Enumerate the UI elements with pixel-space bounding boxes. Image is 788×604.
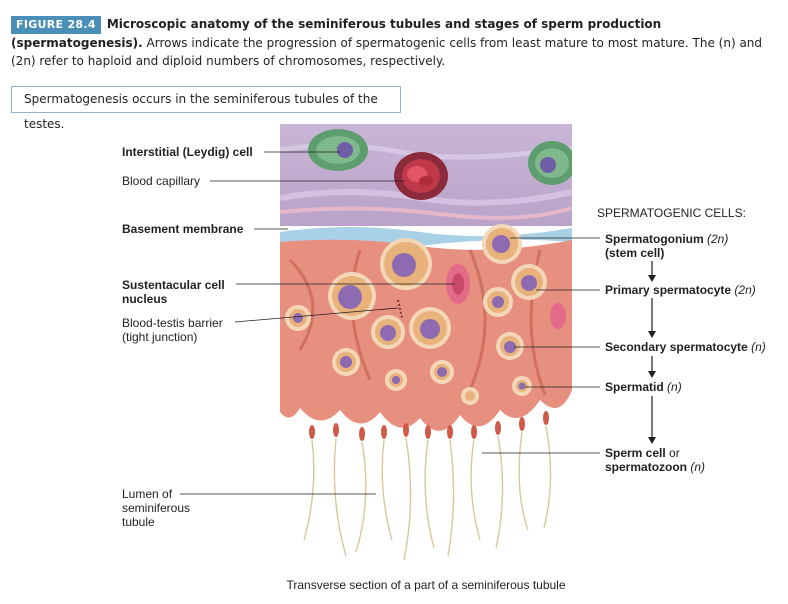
svg-text:tubule: tubule [122, 515, 155, 529]
svg-text:Blood-testis barrier: Blood-testis barrier [122, 316, 223, 330]
figure-tag: FIGURE 28.4 [11, 16, 101, 34]
svg-text:Spermatogonium (2n): Spermatogonium (2n) [605, 232, 728, 246]
label-secondary-spermatocyte: Secondary spermatocyte (n) [514, 340, 766, 354]
svg-text:Primary spermatocyte (2n): Primary spermatocyte (2n) [605, 283, 756, 297]
sperm-cells [303, 425, 552, 561]
tubule-illustration [280, 124, 572, 564]
spermatogenic-heading: SPERMATOGENIC CELLS: [597, 206, 746, 220]
summary-text: Spermatogenesis occurs in the seminifero… [24, 92, 378, 131]
svg-text:Basement membrane: Basement membrane [122, 222, 244, 236]
svg-text:nucleus: nucleus [122, 292, 168, 306]
label-capillary: Blood capillary [122, 174, 405, 188]
svg-text:Interstitial (Leydig) cell: Interstitial (Leydig) cell [122, 145, 253, 159]
leydig-cell-right [528, 141, 572, 185]
svg-text:Blood capillary: Blood capillary [122, 174, 200, 188]
label-spermatogonium: Spermatogonium (2n) (stem cell) [510, 232, 728, 260]
figure-text: Arrows indicate the progression of sperm… [11, 36, 763, 68]
figure-title: Microscopic anatomy of the seminiferous … [11, 17, 662, 50]
svg-text:Sperm cell or: Sperm cell or [605, 446, 680, 460]
label-sustentacular-nucleus: Sustentacular cell nucleus [122, 278, 455, 306]
svg-text:(tight junction): (tight junction) [122, 330, 197, 344]
label-primary-spermatocyte: Primary spermatocyte (2n) [536, 283, 756, 297]
blood-capillary [394, 152, 448, 200]
label-blood-testis-barrier: Blood-testis barrier (tight junction) [122, 307, 399, 344]
label-spermatid: Spermatid (n) [525, 380, 682, 394]
svg-text:spermatozoon (n): spermatozoon (n) [605, 460, 705, 474]
svg-text:Lumen of: Lumen of [122, 487, 173, 501]
svg-text:Secondary spermatocyte (n): Secondary spermatocyte (n) [605, 340, 766, 354]
svg-text:Spermatid (n): Spermatid (n) [605, 380, 682, 394]
spermatogenic-cells [285, 224, 547, 405]
label-lumen: Lumen of seminiferous tubule [122, 487, 376, 529]
label-sperm-cell: Sperm cell or spermatozoon (n) [482, 446, 705, 474]
svg-text:seminiferous: seminiferous [122, 501, 190, 515]
progression-arrows [648, 261, 656, 444]
bottom-caption: Transverse section of a part of a semini… [286, 578, 565, 592]
summary-box: Spermatogenesis occurs in the seminifero… [11, 86, 401, 131]
svg-text:(stem cell): (stem cell) [605, 246, 664, 260]
leydig-cell [308, 129, 368, 171]
label-basement-membrane: Basement membrane [122, 222, 288, 236]
svg-text:Sustentacular cell: Sustentacular cell [122, 278, 225, 292]
label-leydig: Interstitial (Leydig) cell [122, 145, 340, 159]
